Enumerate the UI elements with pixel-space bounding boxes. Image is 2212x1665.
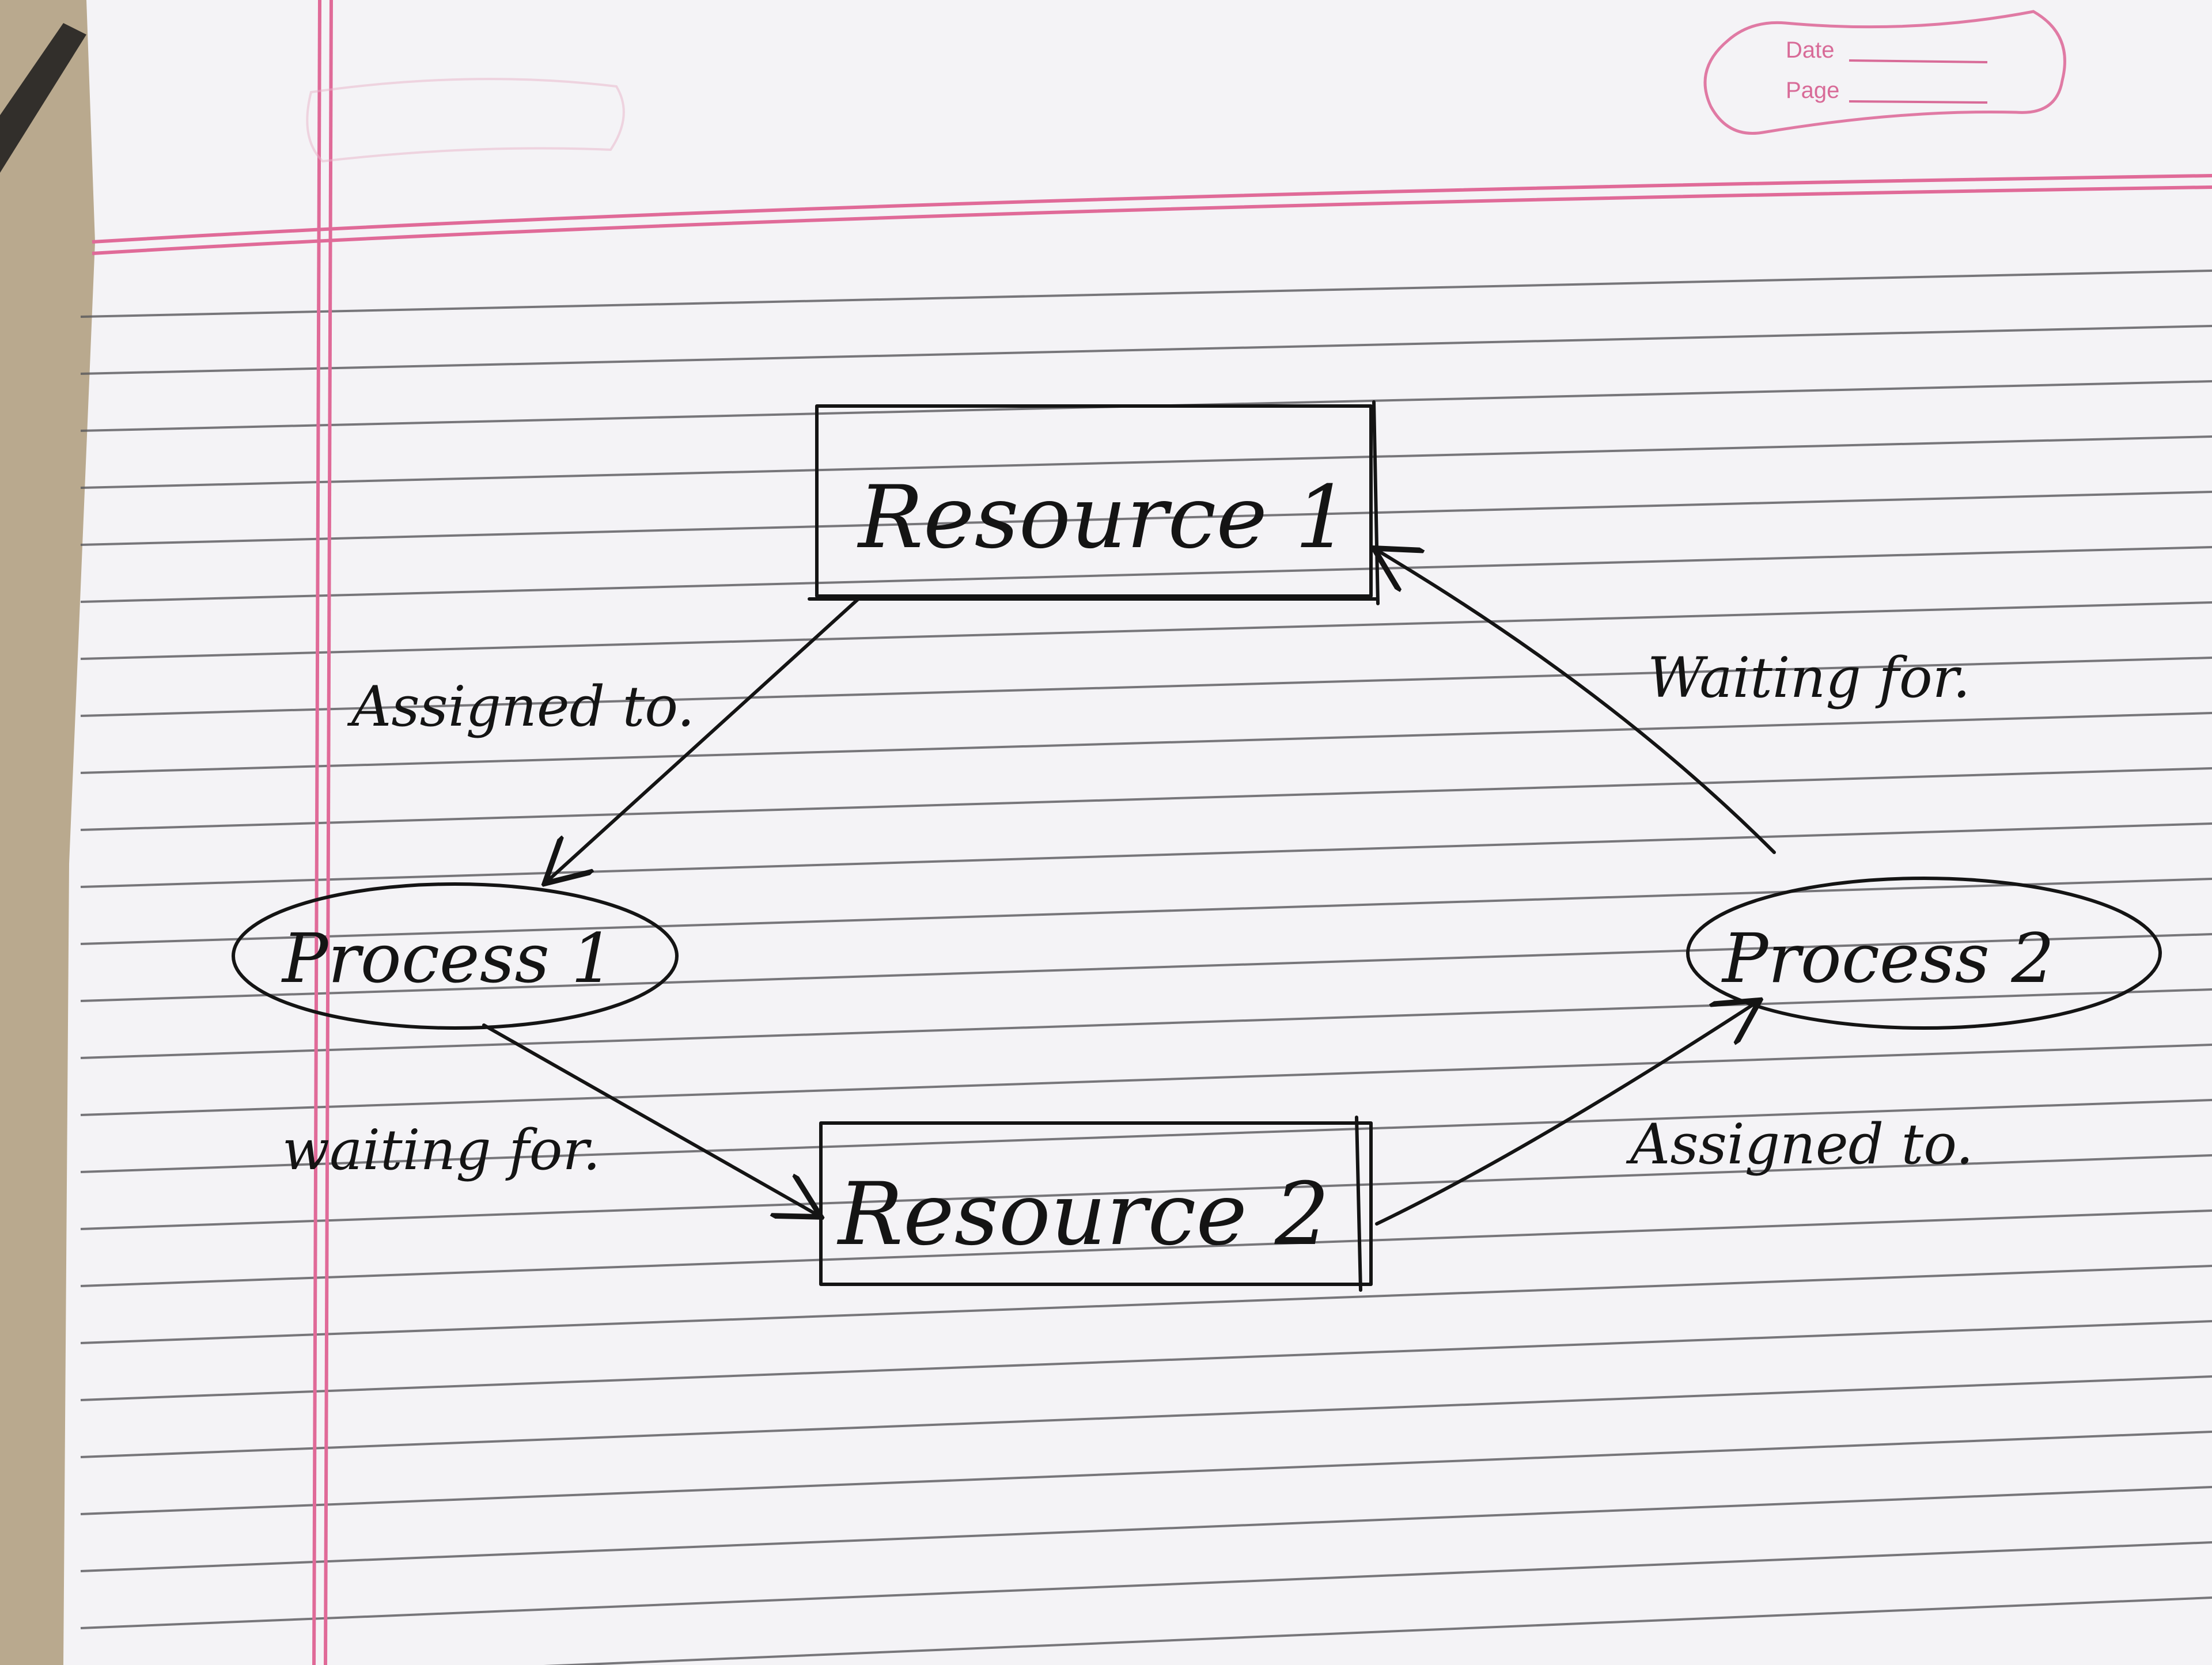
rule-line xyxy=(80,1431,2212,1515)
process-1-label: Process 1 xyxy=(281,919,614,998)
edge-label-assigned-to-right: Assigned to. xyxy=(1626,1112,1974,1177)
rule-line xyxy=(80,1486,2212,1572)
header-margin-line xyxy=(92,174,2212,244)
process-1-ellipse xyxy=(232,882,679,1030)
rule-line xyxy=(80,1099,2212,1173)
pen-shadow xyxy=(0,23,86,173)
rule-line xyxy=(80,1541,2212,1629)
left-margin-line xyxy=(312,0,321,1665)
rule-line xyxy=(80,712,2212,774)
process-2-label: Process 2 xyxy=(1721,919,2054,998)
page-label: Page xyxy=(1786,78,1839,103)
rule-line xyxy=(80,435,2212,489)
paper-sheet xyxy=(63,0,2212,1665)
rule-line xyxy=(80,1375,2212,1458)
resource-2-box-sketch-right xyxy=(1355,1116,1362,1292)
rule-line xyxy=(80,1209,2212,1287)
rule-line xyxy=(80,988,2212,1059)
edge-label-waiting-for-left: waiting for. xyxy=(282,1118,600,1182)
date-blank-line xyxy=(1849,59,1988,63)
date-label: Date xyxy=(1786,37,1835,63)
edge-resource1-to-process1 xyxy=(547,597,860,881)
edge-label-waiting-for-right: Waiting for. xyxy=(1647,646,1971,710)
edge-label-assigned-to-left: Assigned to. xyxy=(347,674,695,739)
edge-process1-to-resource2 xyxy=(482,1023,818,1215)
rule-line xyxy=(80,1044,2212,1116)
rule-line xyxy=(80,601,2212,660)
edge-resource2-to-process2 xyxy=(1375,1002,1757,1226)
edge-process2-to-resource1 xyxy=(1377,550,1776,854)
rule-line xyxy=(80,325,2212,375)
rule-line xyxy=(80,1265,2212,1344)
rule-line xyxy=(80,491,2212,546)
rule-line xyxy=(80,1154,2212,1230)
resource-1-box xyxy=(815,404,1373,598)
header-margin-line-inner xyxy=(92,185,2212,255)
rule-line xyxy=(80,933,2212,1002)
left-margin-line-inner xyxy=(324,0,333,1665)
rule-line xyxy=(543,1596,2212,1665)
resource-2-label: Resource 2 xyxy=(836,1165,1330,1265)
rule-line xyxy=(80,767,2212,831)
rule-line xyxy=(80,657,2212,717)
process-2-ellipse xyxy=(1686,877,2162,1030)
wait-for-graph xyxy=(232,400,2162,1292)
stamp-scroll-outline xyxy=(1703,10,2066,135)
rule-line xyxy=(80,546,2212,603)
date-page-stamp: Date Page xyxy=(1703,10,2066,135)
rule-line xyxy=(80,822,2212,888)
rule-line xyxy=(80,1320,2212,1401)
rule-line xyxy=(80,878,2212,945)
rule-line xyxy=(80,270,2212,318)
process-1-node xyxy=(232,882,679,1030)
faint-stamp-ghost xyxy=(306,78,625,163)
margin-lines xyxy=(92,0,2212,1665)
ruled-lines xyxy=(80,270,2212,1665)
resource-1-label: Resource 1 xyxy=(857,468,1350,568)
process-2-node xyxy=(1686,877,2162,1030)
page-blank-line xyxy=(1849,100,1988,104)
